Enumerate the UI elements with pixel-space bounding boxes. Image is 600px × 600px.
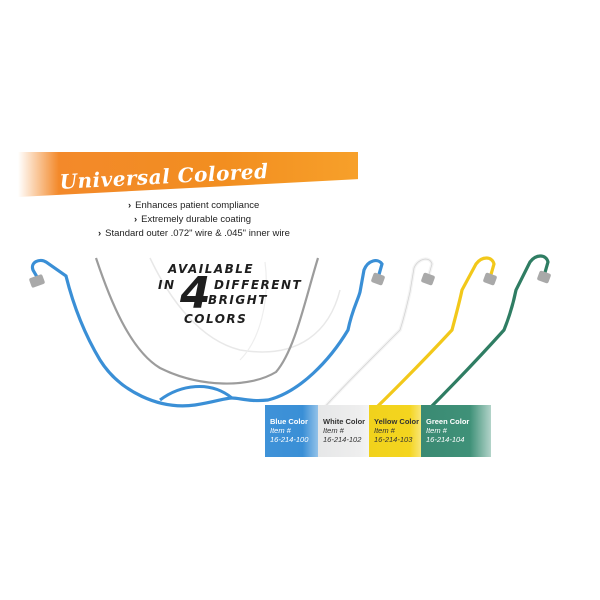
feature-item: ›Enhances patient compliance <box>128 200 260 211</box>
feature-item: ›Standard outer .072" wire & .045" inner… <box>98 228 290 239</box>
green-facebow-wire <box>422 254 550 416</box>
variant-swatch-green: Green Color Item # 16-214-104 <box>421 405 491 457</box>
inner-bow-outline-2 <box>239 261 267 361</box>
blue-wire-tip <box>29 274 45 288</box>
white-wire-tip <box>421 272 435 286</box>
yellow-facebow-wire <box>370 256 496 414</box>
chevron-right-icon: › <box>134 214 138 225</box>
blue-wire-tip-right <box>371 272 385 286</box>
inner-wire <box>94 257 320 385</box>
blue-facebow-inner <box>159 385 233 402</box>
variant-swatch-white: White Color Item # 16-214-102 <box>318 405 376 457</box>
chevron-right-icon: › <box>98 228 102 239</box>
green-wire-tip <box>537 270 551 284</box>
inner-bow-outline <box>149 257 341 353</box>
chevron-right-icon: › <box>128 200 132 211</box>
yellow-wire-tip <box>483 272 497 286</box>
variant-swatch-blue: Blue Color Item # 16-214-100 <box>265 405 323 457</box>
feature-item: ›Extremely durable coating <box>134 214 252 225</box>
white-wire-outline <box>321 258 433 411</box>
availability-callout: AVAILABLE IN 4 DIFFERENT BRIGHT COLORS <box>158 262 303 326</box>
variant-swatch-yellow: Yellow Color Item # 16-214-103 <box>369 405 427 457</box>
color-count: 4 <box>180 268 211 319</box>
